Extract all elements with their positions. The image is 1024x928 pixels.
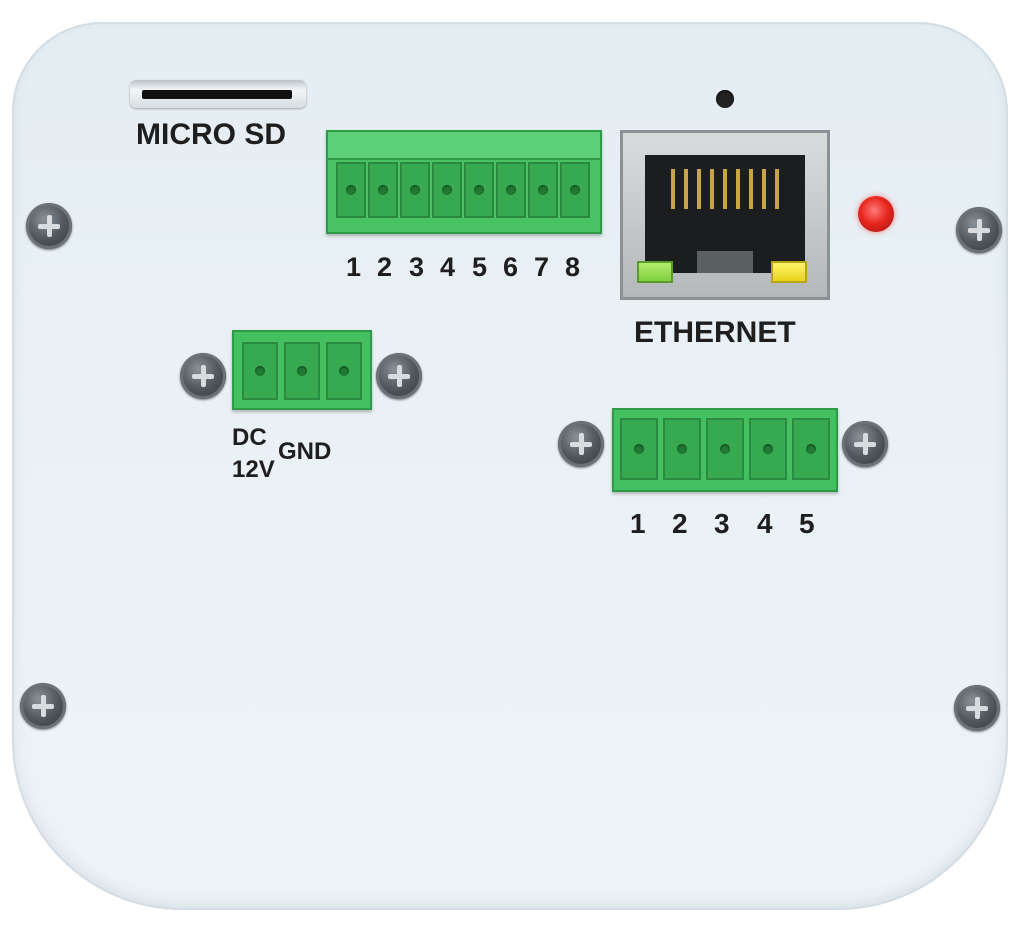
terminal-pin: [368, 162, 398, 218]
rj45-socket: [645, 155, 805, 273]
link-led-icon: [637, 261, 673, 283]
ethernet-port[interactable]: [620, 130, 830, 300]
io-terminal-8-number: 6: [503, 252, 519, 282]
status-led-icon: [858, 196, 894, 232]
terminal-pin: [620, 418, 658, 480]
io-terminal-8-pin[interactable]: [326, 130, 602, 234]
terminal-pin: [560, 162, 590, 218]
io-terminal-5-number: 2: [672, 508, 688, 539]
terminal-pin: [284, 342, 320, 400]
rj45-latch-slot: [697, 251, 753, 273]
screw-icon: [954, 685, 1000, 731]
terminal-pin: [326, 342, 362, 400]
io-terminal-5-pin[interactable]: [612, 408, 838, 492]
micro-sd-label: MICRO SD: [136, 118, 286, 151]
io-terminal-8-number: 8: [565, 252, 581, 282]
screw-icon: [956, 207, 1002, 253]
power-terminal[interactable]: [232, 330, 372, 410]
terminal-pin: [528, 162, 558, 218]
io-terminal-8-number: 3: [409, 252, 425, 282]
io-terminal-5-number: 3: [714, 508, 730, 539]
io-terminal-5-number: 4: [757, 508, 773, 539]
screw-icon: [20, 683, 66, 729]
terminal-pin: [496, 162, 526, 218]
io-terminal-5-number: 5: [799, 508, 815, 539]
terminal-pin: [663, 418, 701, 480]
terminal-pin: [336, 162, 366, 218]
rj45-contacts: [671, 169, 779, 209]
terminal-pin: [432, 162, 462, 218]
terminal-pin: [706, 418, 744, 480]
screw-icon: [842, 421, 888, 467]
gnd-label: GND: [278, 438, 332, 465]
terminal-pin: [400, 162, 430, 218]
io-terminal-8-number: 1: [346, 252, 362, 282]
io-terminal-8-number: 4: [440, 252, 456, 282]
dc-label: DC: [232, 424, 267, 451]
io-terminal-5-number: 1: [630, 508, 646, 539]
ethernet-label: ETHERNET: [634, 316, 796, 349]
screw-icon: [558, 421, 604, 467]
reset-hole-icon[interactable]: [716, 90, 734, 108]
io-terminal-8-number: 2: [377, 252, 393, 282]
terminal-pin: [242, 342, 278, 400]
terminal-pin: [749, 418, 787, 480]
screw-icon: [376, 353, 422, 399]
terminal-pin: [792, 418, 830, 480]
terminal-pin: [464, 162, 494, 218]
io-terminal-8-number: 7: [534, 252, 550, 282]
io-terminal-8-number: 5: [472, 252, 488, 282]
activity-led-icon: [771, 261, 807, 283]
screw-icon: [180, 353, 226, 399]
micro-sd-slot[interactable]: [130, 80, 306, 108]
screw-icon: [26, 203, 72, 249]
12v-label: 12V: [232, 456, 275, 483]
